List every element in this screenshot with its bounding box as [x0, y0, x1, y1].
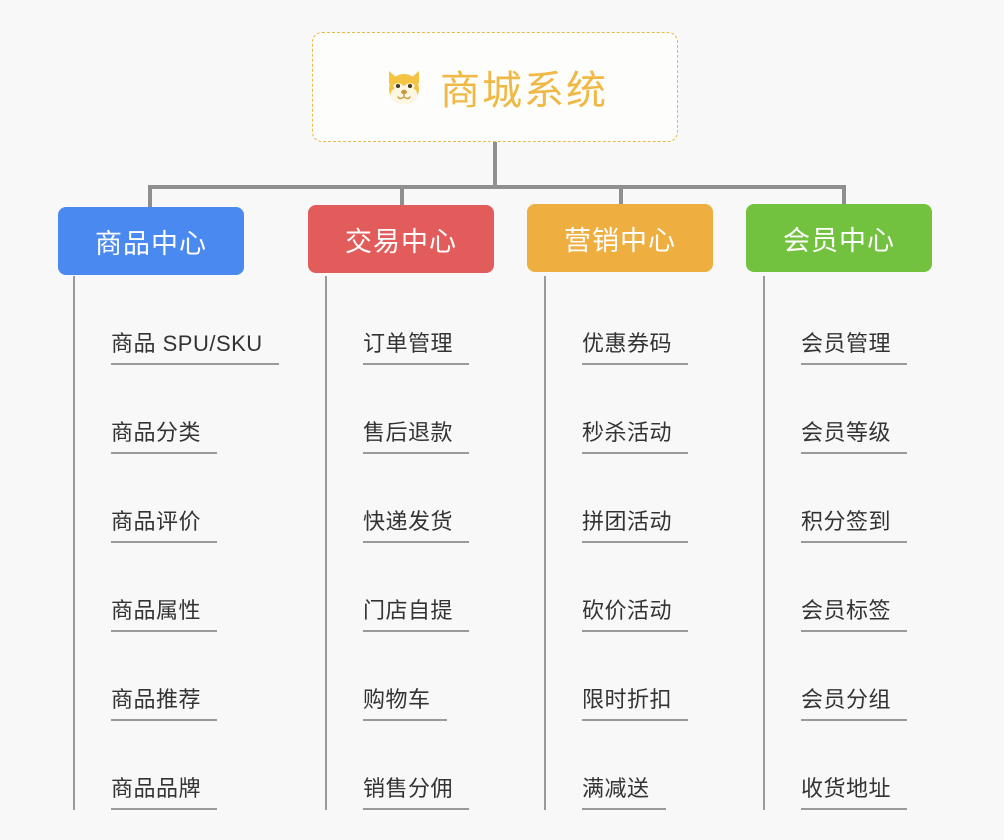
- leaf-item[interactable]: 销售分佣: [325, 721, 470, 810]
- leaf-item[interactable]: 订单管理: [325, 276, 470, 365]
- leaf-item-label: 砍价活动: [582, 593, 689, 632]
- connector-root-stem: [493, 142, 497, 188]
- root-title: 商城系统: [440, 69, 608, 113]
- leaf-item[interactable]: 商品推荐: [73, 632, 218, 721]
- leaf-item[interactable]: 商品分类: [73, 365, 218, 454]
- connector-drop-4: [842, 185, 846, 207]
- leaf-item[interactable]: 优惠券码: [544, 276, 689, 365]
- connector-drop-1: [148, 185, 152, 207]
- category-box-1[interactable]: 交易中心: [308, 205, 494, 273]
- leaf-item[interactable]: 购物车: [325, 632, 447, 721]
- leaf-item-label: 会员分组: [801, 682, 908, 721]
- category-box-0[interactable]: 商品中心: [58, 207, 244, 275]
- branch-trunk-1: [325, 276, 327, 810]
- leaf-item[interactable]: 会员标签: [763, 543, 908, 632]
- leaf-item-label: 商品推荐: [111, 682, 218, 721]
- connector-bus: [148, 185, 846, 189]
- leaf-item[interactable]: 限时折扣: [544, 632, 689, 721]
- leaf-item-label: 限时折扣: [582, 682, 689, 721]
- leaf-item[interactable]: 会员管理: [763, 276, 908, 365]
- leaf-item-label: 拼团活动: [582, 504, 689, 543]
- leaf-item-label: 订单管理: [363, 326, 470, 365]
- leaf-item[interactable]: 门店自提: [325, 543, 470, 632]
- dog-face-icon: [382, 65, 426, 109]
- leaf-item[interactable]: 会员等级: [763, 365, 908, 454]
- leaf-item-label: 售后退款: [363, 415, 470, 454]
- branch-trunk-2: [544, 276, 546, 810]
- leaf-item-label: 收货地址: [801, 771, 908, 810]
- leaf-item-label: 会员等级: [801, 415, 908, 454]
- leaf-item-label: 优惠券码: [582, 326, 689, 365]
- leaf-item-label: 会员管理: [801, 326, 908, 365]
- leaf-item-label: 商品属性: [111, 593, 218, 632]
- leaf-item-label: 积分签到: [801, 504, 908, 543]
- leaf-item[interactable]: 积分签到: [763, 454, 908, 543]
- leaf-item-label: 满减送: [582, 771, 666, 810]
- leaf-item[interactable]: 商品属性: [73, 543, 218, 632]
- leaf-item-label: 商品 SPU/SKU: [111, 326, 279, 365]
- leaf-item-label: 销售分佣: [363, 771, 470, 810]
- branch-trunk-3: [763, 276, 765, 810]
- category-label-0: 商品中心: [95, 228, 207, 259]
- branch-trunk-0: [73, 276, 75, 810]
- leaf-item[interactable]: 满减送: [544, 721, 666, 810]
- leaf-item[interactable]: 快递发货: [325, 454, 470, 543]
- leaf-item-label: 门店自提: [363, 593, 470, 632]
- leaf-item[interactable]: 拼团活动: [544, 454, 689, 543]
- category-label-1: 交易中心: [345, 226, 457, 257]
- connector-drop-3: [619, 185, 623, 207]
- leaf-item-label: 商品评价: [111, 504, 218, 543]
- leaf-item-label: 商品分类: [111, 415, 218, 454]
- leaf-item[interactable]: 商品 SPU/SKU: [73, 276, 279, 365]
- leaf-item-label: 秒杀活动: [582, 415, 689, 454]
- leaf-item[interactable]: 售后退款: [325, 365, 470, 454]
- leaf-item-label: 购物车: [363, 682, 447, 721]
- leaf-item[interactable]: 收货地址: [763, 721, 908, 810]
- leaf-item-label: 会员标签: [801, 593, 908, 632]
- category-label-2: 营销中心: [564, 225, 676, 256]
- leaf-item[interactable]: 会员分组: [763, 632, 908, 721]
- leaf-item[interactable]: 秒杀活动: [544, 365, 689, 454]
- leaf-item[interactable]: 砍价活动: [544, 543, 689, 632]
- leaf-item-label: 快递发货: [363, 504, 470, 543]
- leaf-item[interactable]: 商品评价: [73, 454, 218, 543]
- leaf-item[interactable]: 商品品牌: [73, 721, 218, 810]
- connector-drop-2: [400, 185, 404, 207]
- category-label-3: 会员中心: [783, 225, 895, 256]
- category-box-3[interactable]: 会员中心: [746, 204, 932, 272]
- root-node[interactable]: 商城系统: [312, 32, 678, 142]
- category-box-2[interactable]: 营销中心: [527, 204, 713, 272]
- leaf-item-label: 商品品牌: [111, 771, 218, 810]
